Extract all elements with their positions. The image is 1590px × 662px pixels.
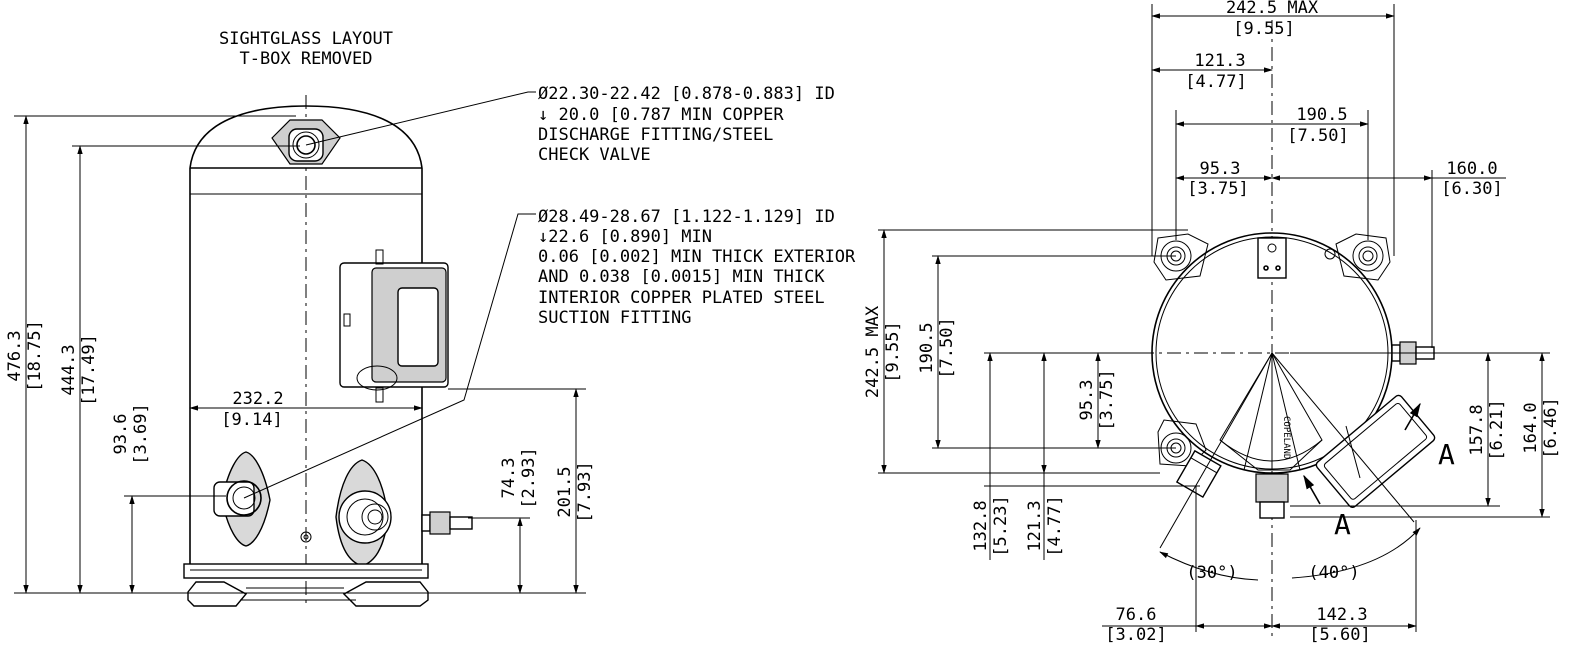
dim-121-top-mm: 121.3 (1194, 51, 1245, 71)
dim-190-side-in: [7.50] (937, 317, 957, 378)
plan-view: COPELAND (878, 4, 1550, 640)
suction-note-line: 0.06 [0.002] MIN THICK EXTERIOR (538, 247, 856, 267)
dim-95-side-in: [3.75] (1097, 369, 1117, 430)
view-title-line2: T-BOX REMOVED (239, 49, 372, 69)
dim-121-top-in: [4.77] (1185, 72, 1246, 92)
dim-190-side-mm: 190.5 (917, 322, 937, 373)
dim-201-mm: 201.5 (555, 466, 575, 517)
angle-30-label: (30°) (1186, 563, 1237, 583)
dim-95-side-mm: 95.3 (1077, 380, 1097, 421)
dim-444-in: [17.49] (79, 334, 99, 406)
dim-444-mm: 444.3 (59, 344, 79, 395)
dim-476-mm: 476.3 (5, 330, 25, 381)
section-label-a: A (1438, 438, 1455, 471)
discharge-fitting (271, 119, 341, 165)
suction-note-line: SUCTION FITTING (538, 308, 692, 328)
discharge-note: Ø22.30-22.42 [0.878-0.883] ID ↓ 20.0 [0.… (538, 84, 835, 165)
suction-note-line: AND 0.038 [0.0015] MIN THICK (538, 267, 825, 287)
dim-76-in: [3.02] (1105, 625, 1166, 645)
dim-476-in: [18.75] (25, 320, 45, 392)
dim-242-side-in: [9.55] (883, 321, 903, 382)
mounting-base (183, 563, 429, 607)
view-title-line1: SIGHTGLASS LAYOUT (219, 29, 393, 49)
dim-232-in: [9.14] (221, 410, 282, 430)
dim-121-side-mm: 121.3 (1025, 500, 1045, 551)
dim-190-top-in: [7.50] (1287, 126, 1348, 146)
oil-equalizer-fitting (335, 459, 392, 567)
dim-121-side-in: [4.77] (1045, 495, 1065, 556)
suction-note-line: INTERIOR COPPER PLATED STEEL (538, 288, 825, 308)
dim-157-in: [6.21] (1487, 399, 1507, 460)
dim-142-in: [5.60] (1309, 625, 1370, 645)
dim-95-top-in: [3.75] (1187, 179, 1248, 199)
dim-160-mm: 160.0 (1446, 159, 1497, 179)
angle-40-label: (40°) (1308, 563, 1359, 583)
dim-132-mm: 132.8 (971, 500, 991, 551)
dim-93-in: [3.69] (131, 403, 151, 464)
dim-74-mm: 74.3 (499, 458, 519, 499)
schrader-valve (421, 511, 473, 535)
dim-232-mm: 232.2 (232, 389, 283, 409)
dim-74-in: [2.93] (519, 447, 539, 508)
dim-242-top-in: [9.55] (1233, 19, 1294, 39)
dim-242-side-mm: 242.5 MAX (863, 305, 883, 398)
discharge-note-line: ↓ 20.0 [0.787 MIN COPPER (538, 105, 784, 125)
dim-132-in: [5.23] (991, 495, 1011, 556)
dim-164-in: [6.46] (1541, 397, 1561, 458)
section-label-a: A (1334, 508, 1351, 541)
dim-164-mm: 164.0 (1521, 402, 1541, 453)
dim-190-top-mm: 190.5 (1296, 105, 1347, 125)
dim-142-mm: 142.3 (1316, 605, 1367, 625)
suction-fitting (213, 451, 271, 547)
terminal-box (339, 249, 449, 403)
dim-93-mm: 93.6 (111, 414, 131, 455)
suction-note: Ø28.49-28.67 [1.122-1.129] ID ↓22.6 [0.8… (538, 207, 856, 328)
dim-157-mm: 157.8 (1467, 404, 1487, 455)
suction-note-line: ↓22.6 [0.890] MIN (538, 227, 712, 247)
suction-note-line: Ø28.49-28.67 [1.122-1.129] ID (538, 207, 835, 227)
dim-95-top-mm: 95.3 (1200, 159, 1241, 179)
dim-201-in: [7.93] (575, 461, 595, 522)
discharge-note-line: CHECK VALVE (538, 145, 651, 165)
dim-242-top-mm: 242.5 MAX (1226, 0, 1319, 18)
brand-mark: COPELAND (1281, 416, 1291, 459)
side-elevation-view (14, 91, 586, 607)
discharge-note-line: DISCHARGE FITTING/STEEL (538, 125, 773, 145)
mounting-lug (1335, 233, 1391, 281)
dim-160-in: [6.30] (1441, 179, 1502, 199)
dim-76-mm: 76.6 (1116, 605, 1157, 625)
discharge-note-line: Ø22.30-22.42 [0.878-0.883] ID (538, 84, 835, 104)
